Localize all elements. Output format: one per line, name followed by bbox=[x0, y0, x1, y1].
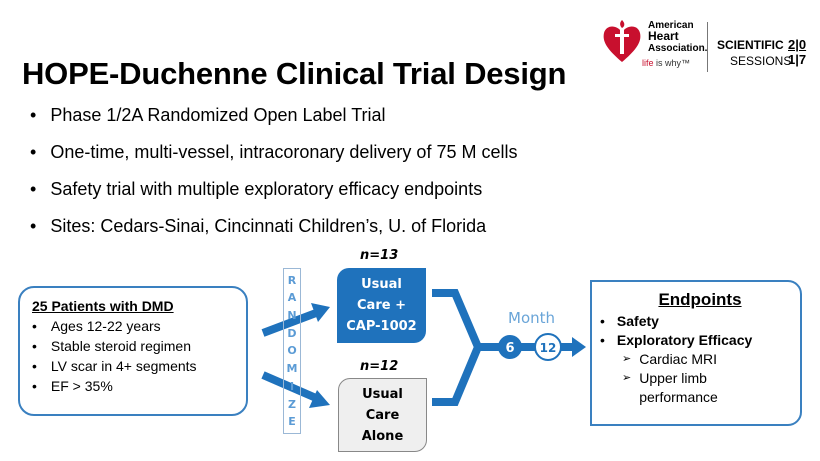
criteria-item: Ages 12-22 years bbox=[32, 316, 246, 336]
bullet: Sites: Cedars-Sinai, Cincinnati Children… bbox=[30, 214, 517, 251]
arm2-n: n=12 bbox=[360, 359, 399, 374]
patients-heading: 25 Patients with DMD bbox=[32, 298, 174, 314]
month-6-marker bbox=[498, 335, 522, 359]
slide-title: HOPE-Duchenne Clinical Trial Design bbox=[22, 56, 567, 91]
arrowhead bbox=[311, 303, 330, 322]
patients-box: 25 Patients with DMD Ages 12-22 years St… bbox=[18, 286, 248, 416]
bullet: One-time, multi-vessel, intracoronary de… bbox=[30, 140, 517, 177]
arrow-bullet-icon: ➢ bbox=[622, 372, 632, 384]
arm1-n: n=13 bbox=[360, 248, 399, 263]
bullet-list: Phase 1/2A Randomized Open Label Trial O… bbox=[30, 103, 517, 251]
criteria-item: LV scar in 4+ segments bbox=[32, 356, 246, 376]
arrow-to-arm2 bbox=[261, 371, 318, 402]
endpoints-heading: Endpoints bbox=[658, 290, 742, 309]
month-6-label: 6 bbox=[505, 341, 514, 356]
month-12-label: 12 bbox=[540, 341, 557, 355]
tagline: life is why™ bbox=[642, 58, 691, 68]
criteria-item: EF > 35% bbox=[32, 376, 246, 396]
bullet: Safety trial with multiple exploratory e… bbox=[30, 177, 517, 214]
endpoint-item: Exploratory Efficacy bbox=[600, 331, 800, 350]
endpoint-subitem: ➢Cardiac MRI bbox=[622, 351, 718, 367]
month-label: Month bbox=[508, 309, 556, 327]
arrowhead bbox=[309, 390, 330, 408]
arrow-to-arm1 bbox=[261, 309, 318, 337]
endpoint-item: Safety bbox=[600, 312, 800, 331]
event-name: SCIENTIFIC bbox=[717, 38, 784, 52]
event-name-2: SESSIONS bbox=[730, 54, 792, 68]
arrow-bullet-icon: ➢ bbox=[622, 353, 632, 365]
fork-line bbox=[432, 289, 483, 406]
endpoints-box: Endpoints Safety Exploratory Efficacy ➢C… bbox=[590, 280, 802, 426]
bullet: Phase 1/2A Randomized Open Label Trial bbox=[30, 103, 517, 140]
divider bbox=[707, 22, 708, 72]
criteria-item: Stable steroid regimen bbox=[32, 336, 246, 356]
endpoint-subitem: ➢Upper limb performance bbox=[622, 370, 718, 405]
month-12-marker bbox=[534, 333, 562, 361]
arrowhead bbox=[572, 337, 586, 357]
heart-torch-icon bbox=[603, 20, 641, 62]
